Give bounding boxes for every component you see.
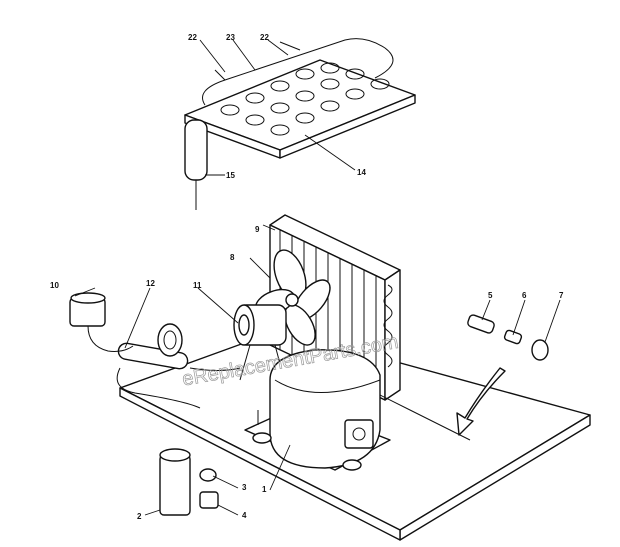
callout-15: 15: [226, 171, 235, 180]
callout-5: 5: [488, 291, 493, 300]
service-valve-parts: [467, 314, 549, 361]
callout-6: 6: [522, 291, 527, 300]
callout-22-left: 22: [188, 33, 197, 42]
callout-9: 9: [255, 225, 260, 234]
callout-22-right: 22: [260, 33, 269, 42]
fan-blade: [255, 249, 331, 346]
callout-labels: 22 23 22 14 15 9 8 10 12 11 5 6 7 1 2 3 …: [50, 33, 564, 521]
callout-1: 1: [262, 485, 267, 494]
callout-14: 14: [357, 168, 366, 177]
callout-8: 8: [230, 253, 235, 262]
overload-protector: [199, 468, 217, 482]
callout-23: 23: [226, 33, 235, 42]
start-relay: [199, 491, 219, 509]
callout-3: 3: [242, 483, 247, 492]
temperature-control: [69, 292, 134, 352]
callout-2: 2: [137, 512, 142, 521]
filter-drier: [116, 323, 241, 409]
fan-motor: [233, 304, 287, 381]
leader-lines: [74, 39, 561, 516]
callout-4: 4: [242, 511, 247, 520]
capacitor: [159, 448, 191, 516]
compressor: [244, 349, 471, 471]
callout-12: 12: [146, 279, 155, 288]
callout-10: 10: [50, 281, 59, 290]
evaporator: [184, 38, 416, 210]
direction-arrow: [456, 367, 506, 436]
callout-7: 7: [559, 291, 564, 300]
callout-11: 11: [193, 281, 202, 290]
